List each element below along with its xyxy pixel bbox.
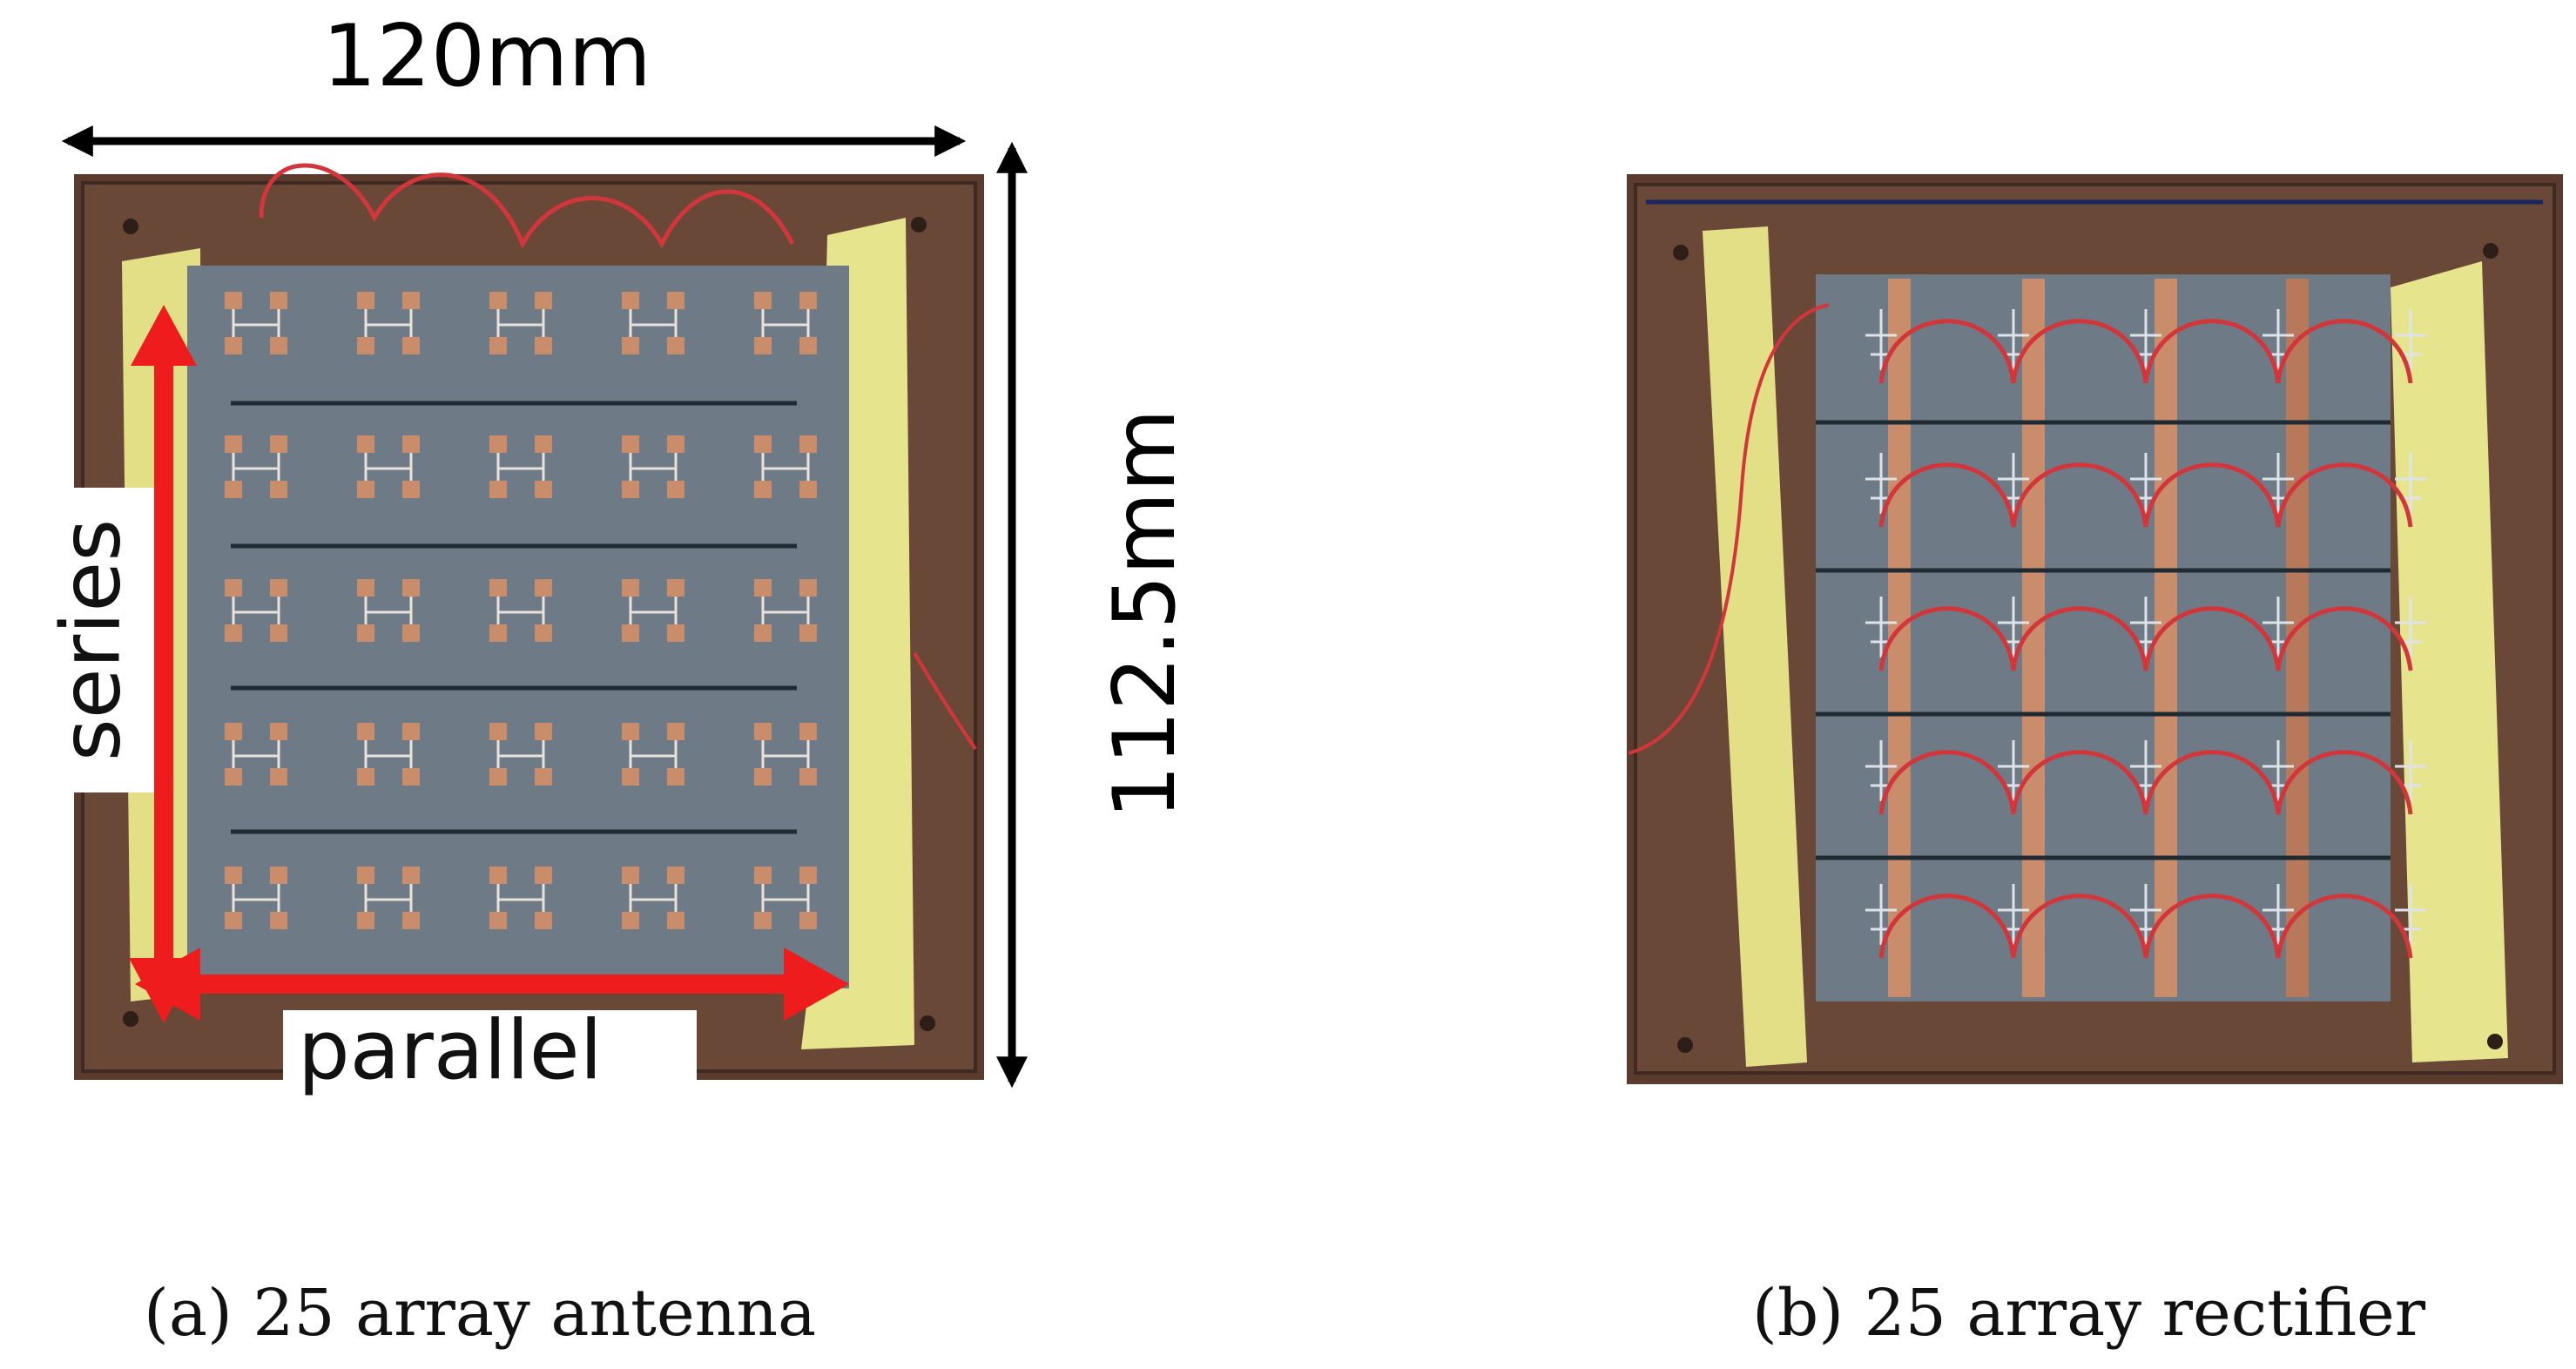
antenna-element [754,723,817,786]
antenna-element [225,723,287,786]
antenna-element [225,579,287,642]
antenna-element [225,292,287,354]
rectifier-wire-row [1878,750,2413,815]
antenna-element [357,435,420,498]
height-dimension-label: 112.5mm [1096,408,1195,819]
rectifier-wires [1878,319,2413,959]
antenna-element [754,435,817,498]
antenna-element [622,435,684,498]
series-label-bg [35,488,164,792]
antenna-element [754,579,817,642]
antenna-wires [259,163,795,249]
rectifier-wire-row [1878,894,2413,959]
antenna-element [489,435,552,498]
width-dimension-label: 120mm [322,7,651,106]
antenna-element [357,723,420,786]
antenna-element [489,723,552,786]
caption-b: (b) 25 array rectifier [1752,1276,2426,1351]
antenna-element [754,292,817,354]
antenna-substrate [187,266,849,988]
parallel-label-bg [283,1010,697,1097]
antenna-element [357,867,420,929]
series-arrow [131,305,197,967]
antenna-element [489,579,552,642]
rectifier-wire-row [1878,319,2413,384]
rectifier-wire-row [1878,462,2413,528]
tape-left-b [1703,226,1807,1067]
rectifier-board-photo [1627,174,2563,1084]
antenna-element [357,579,420,642]
antenna-element [622,867,684,929]
antenna-element [489,867,552,929]
antenna-element [489,292,552,354]
tape-right-b [2391,261,2508,1062]
antenna-board-photo [74,163,984,1080]
antenna-element-grid [225,292,817,929]
antenna-element [225,867,287,929]
antenna-element [622,579,684,642]
series-label: series [44,518,139,762]
parallel-arrow [129,948,849,1023]
antenna-element [357,292,420,354]
antenna-element [754,867,817,929]
antenna-element [622,292,684,354]
rectifier-wire-row [1878,606,2413,671]
parallel-label: parallel [298,1003,603,1098]
antenna-element [622,723,684,786]
caption-a: (a) 25 array antenna [144,1276,817,1351]
antenna-element [225,435,287,498]
